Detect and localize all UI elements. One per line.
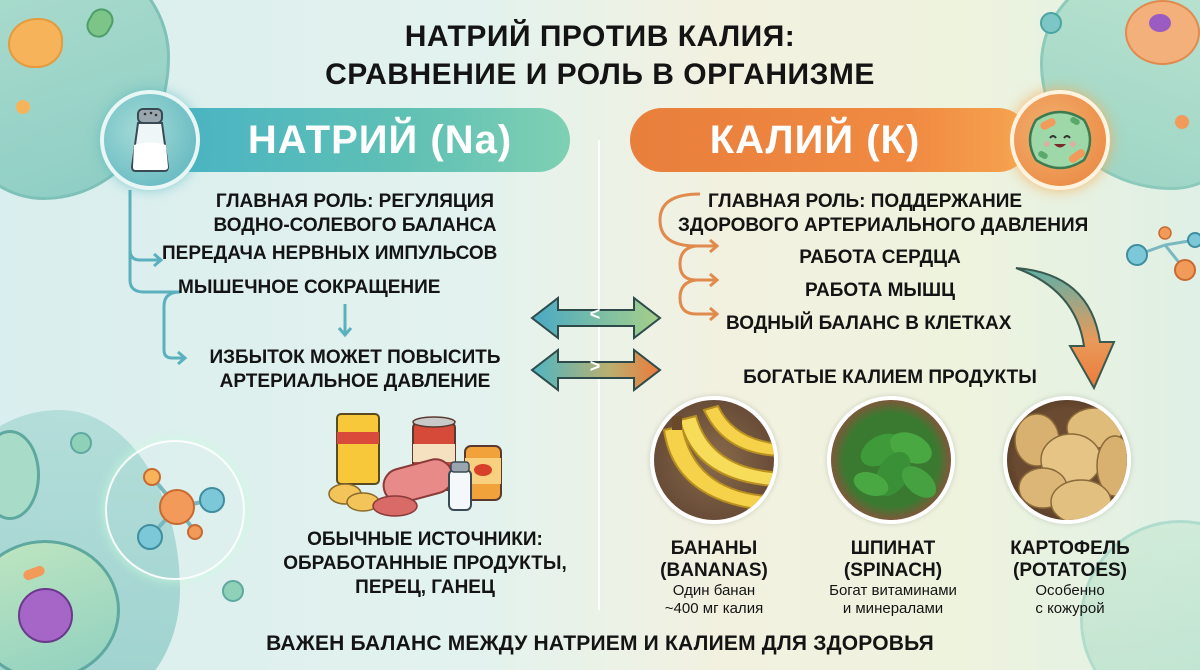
footer-message: ВАЖЕН БАЛАНС МЕЖДУ НАТРИЕМ И КАЛИЕМ ДЛЯ …	[266, 632, 934, 655]
potassium-header: КАЛИЙ (К)	[630, 108, 1030, 172]
bubble-icon	[1175, 115, 1189, 129]
salt-shaker-icon	[100, 90, 200, 190]
potassium-header-label: КАЛИЙ (К)	[709, 117, 921, 162]
bubble-icon	[70, 432, 92, 454]
bubble-icon	[1040, 12, 1062, 34]
cell-icon	[1125, 0, 1200, 65]
food-card-spinach: ШПИНАТ (SPINACH) Богат витаминами и мине…	[829, 538, 957, 617]
sodium-item: ПЕРЕДАЧА НЕРВНЫХ ИМПУЛЬСОВ	[162, 243, 498, 264]
potassium-flow-connector-icon	[658, 192, 720, 322]
sodium-warning: ИЗБЫТОК МОЖЕТ ПОВЫСИТЬ АРТЕРИАЛЬНОЕ ДАВЛ…	[209, 347, 501, 392]
molecule-icon	[1125, 225, 1200, 285]
processed-foods-icon	[325, 410, 505, 520]
bubble-icon	[222, 580, 244, 602]
cell-with-nucleus-icon	[0, 540, 120, 670]
exchange-glyph-right: >	[589, 356, 601, 376]
sodium-main-role: ГЛАВНАЯ РОЛЬ: РЕГУЛЯЦИЯ ВОДНО-СОЛЕВОГО Б…	[213, 191, 497, 236]
potassium-main-role: ГЛАВНАЯ РОЛЬ: ПОДДЕРЖАНИЕ ЗДОРОВОГО АРТЕ…	[678, 191, 1089, 236]
banana-icon	[650, 396, 778, 524]
title-line-1: НАТРИЙ ПРОТИВ КАЛИЯ:	[404, 20, 796, 53]
potassium-item: РАБОТА МЫШЦ	[805, 280, 955, 301]
title-line-2: СРАВНЕНИЕ И РОЛЬ В ОРГАНИЗМЕ	[325, 58, 875, 91]
sodium-header: НАТРИЙ (Na)	[160, 108, 570, 172]
sodium-flow-connector-icon	[128, 190, 188, 366]
potato-icon	[1003, 396, 1131, 524]
potassium-item: РАБОТА СЕРДЦА	[799, 247, 961, 268]
smiling-cell-icon	[1010, 90, 1110, 190]
molecule-magnifier	[105, 440, 245, 580]
sodium-sources: ОБЫЧНЫЕ ИСТОЧНИКИ: ОБРАБОТАННЫЕ ПРОДУКТЫ…	[283, 529, 567, 598]
foods-title: БОГАТЫЕ КАЛИЕМ ПРОДУКТЫ	[743, 367, 1037, 388]
spinach-icon	[827, 396, 955, 524]
page-title: НАТРИЙ ПРОТИВ КАЛИЯ: СРАВНЕНИЕ И РОЛЬ В …	[0, 18, 1200, 94]
food-card-potatoes: КАРТОФЕЛЬ (POTATOES) Особенно с кожурой	[1010, 538, 1130, 617]
sodium-header-label: НАТРИЙ (Na)	[247, 117, 513, 162]
curved-arrow-icon	[1015, 267, 1116, 391]
molecule-icon	[137, 468, 225, 550]
food-card-bananas: БАНАНЫ (BANANAS) Один банан ~400 мг кали…	[660, 538, 768, 617]
organelle-icon	[8, 18, 63, 68]
exchange-glyph-left: <	[589, 304, 601, 324]
bubble-icon	[16, 100, 30, 114]
exchange-arrows-icon	[530, 296, 662, 392]
down-arrow-icon	[337, 304, 353, 338]
potassium-item: ВОДНЫЙ БАЛАНС В КЛЕТКАХ	[726, 313, 1012, 334]
sodium-item: МЫШЕЧНОЕ СОКРАЩЕНИЕ	[178, 277, 441, 298]
